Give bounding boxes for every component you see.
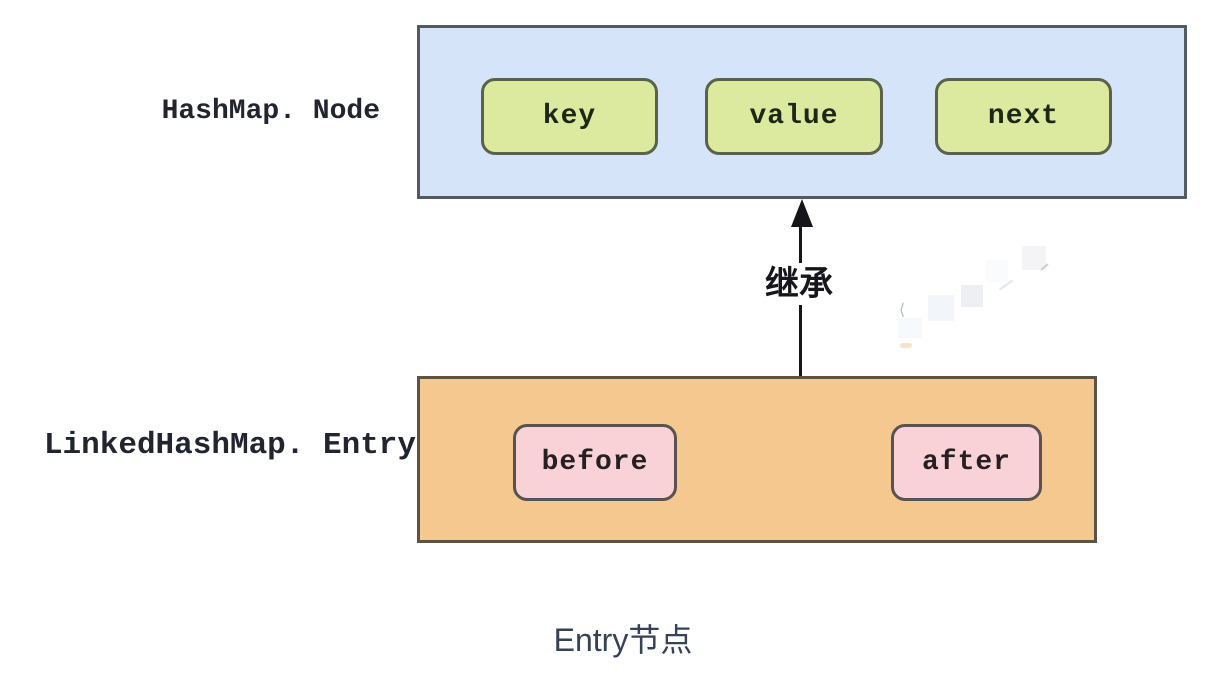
watermark-artifact: ⟨ (899, 300, 906, 319)
diagram-caption: Entry节点 (553, 622, 693, 658)
watermark-artifact (900, 343, 912, 348)
field-after: after (891, 424, 1042, 501)
field-next: next (935, 78, 1112, 155)
watermark-artifact (898, 318, 922, 338)
linkedhashmap-entry-box: before after (417, 376, 1097, 543)
field-value: value (705, 78, 883, 155)
hashmap-node-box: key value next (417, 25, 1187, 199)
field-key: key (481, 78, 658, 155)
watermark-artifact (961, 285, 983, 307)
watermark-artifact (986, 260, 1008, 282)
parent-class-label: HashMap. Node (161, 96, 380, 127)
watermark-artifact (928, 295, 954, 321)
inheritance-arrow-label: 继承 (760, 263, 838, 305)
inheritance-arrow-head-icon (791, 199, 813, 227)
child-class-label: LinkedHashMap. Entry (43, 428, 416, 463)
field-before: before (513, 424, 677, 501)
